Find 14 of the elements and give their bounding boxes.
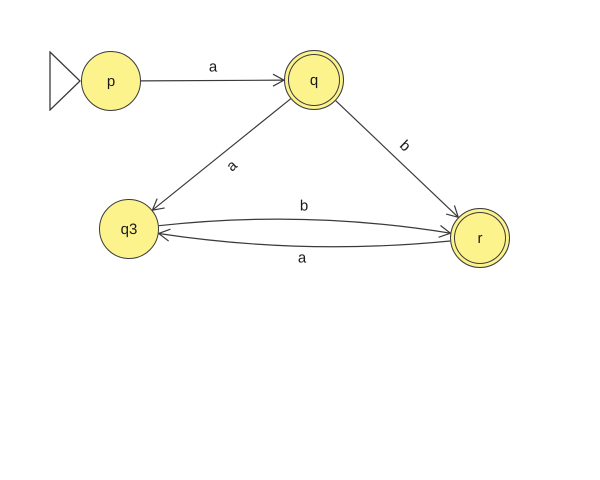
edge-label: a — [224, 158, 240, 174]
transition-arrow — [158, 218, 451, 238]
transition-arrow — [141, 74, 285, 87]
state-label: r — [478, 230, 482, 246]
edge-label: a — [208, 60, 218, 74]
edge-label: b — [300, 198, 308, 214]
transition-arrow — [152, 98, 292, 211]
transition-arrow — [158, 228, 450, 248]
state-label: p — [106, 74, 116, 88]
transition-arrow — [335, 100, 459, 218]
edge-label: b — [396, 138, 414, 154]
edge-label: a — [298, 250, 306, 266]
state-label: q — [310, 72, 318, 88]
state-label: q3 — [120, 222, 138, 236]
